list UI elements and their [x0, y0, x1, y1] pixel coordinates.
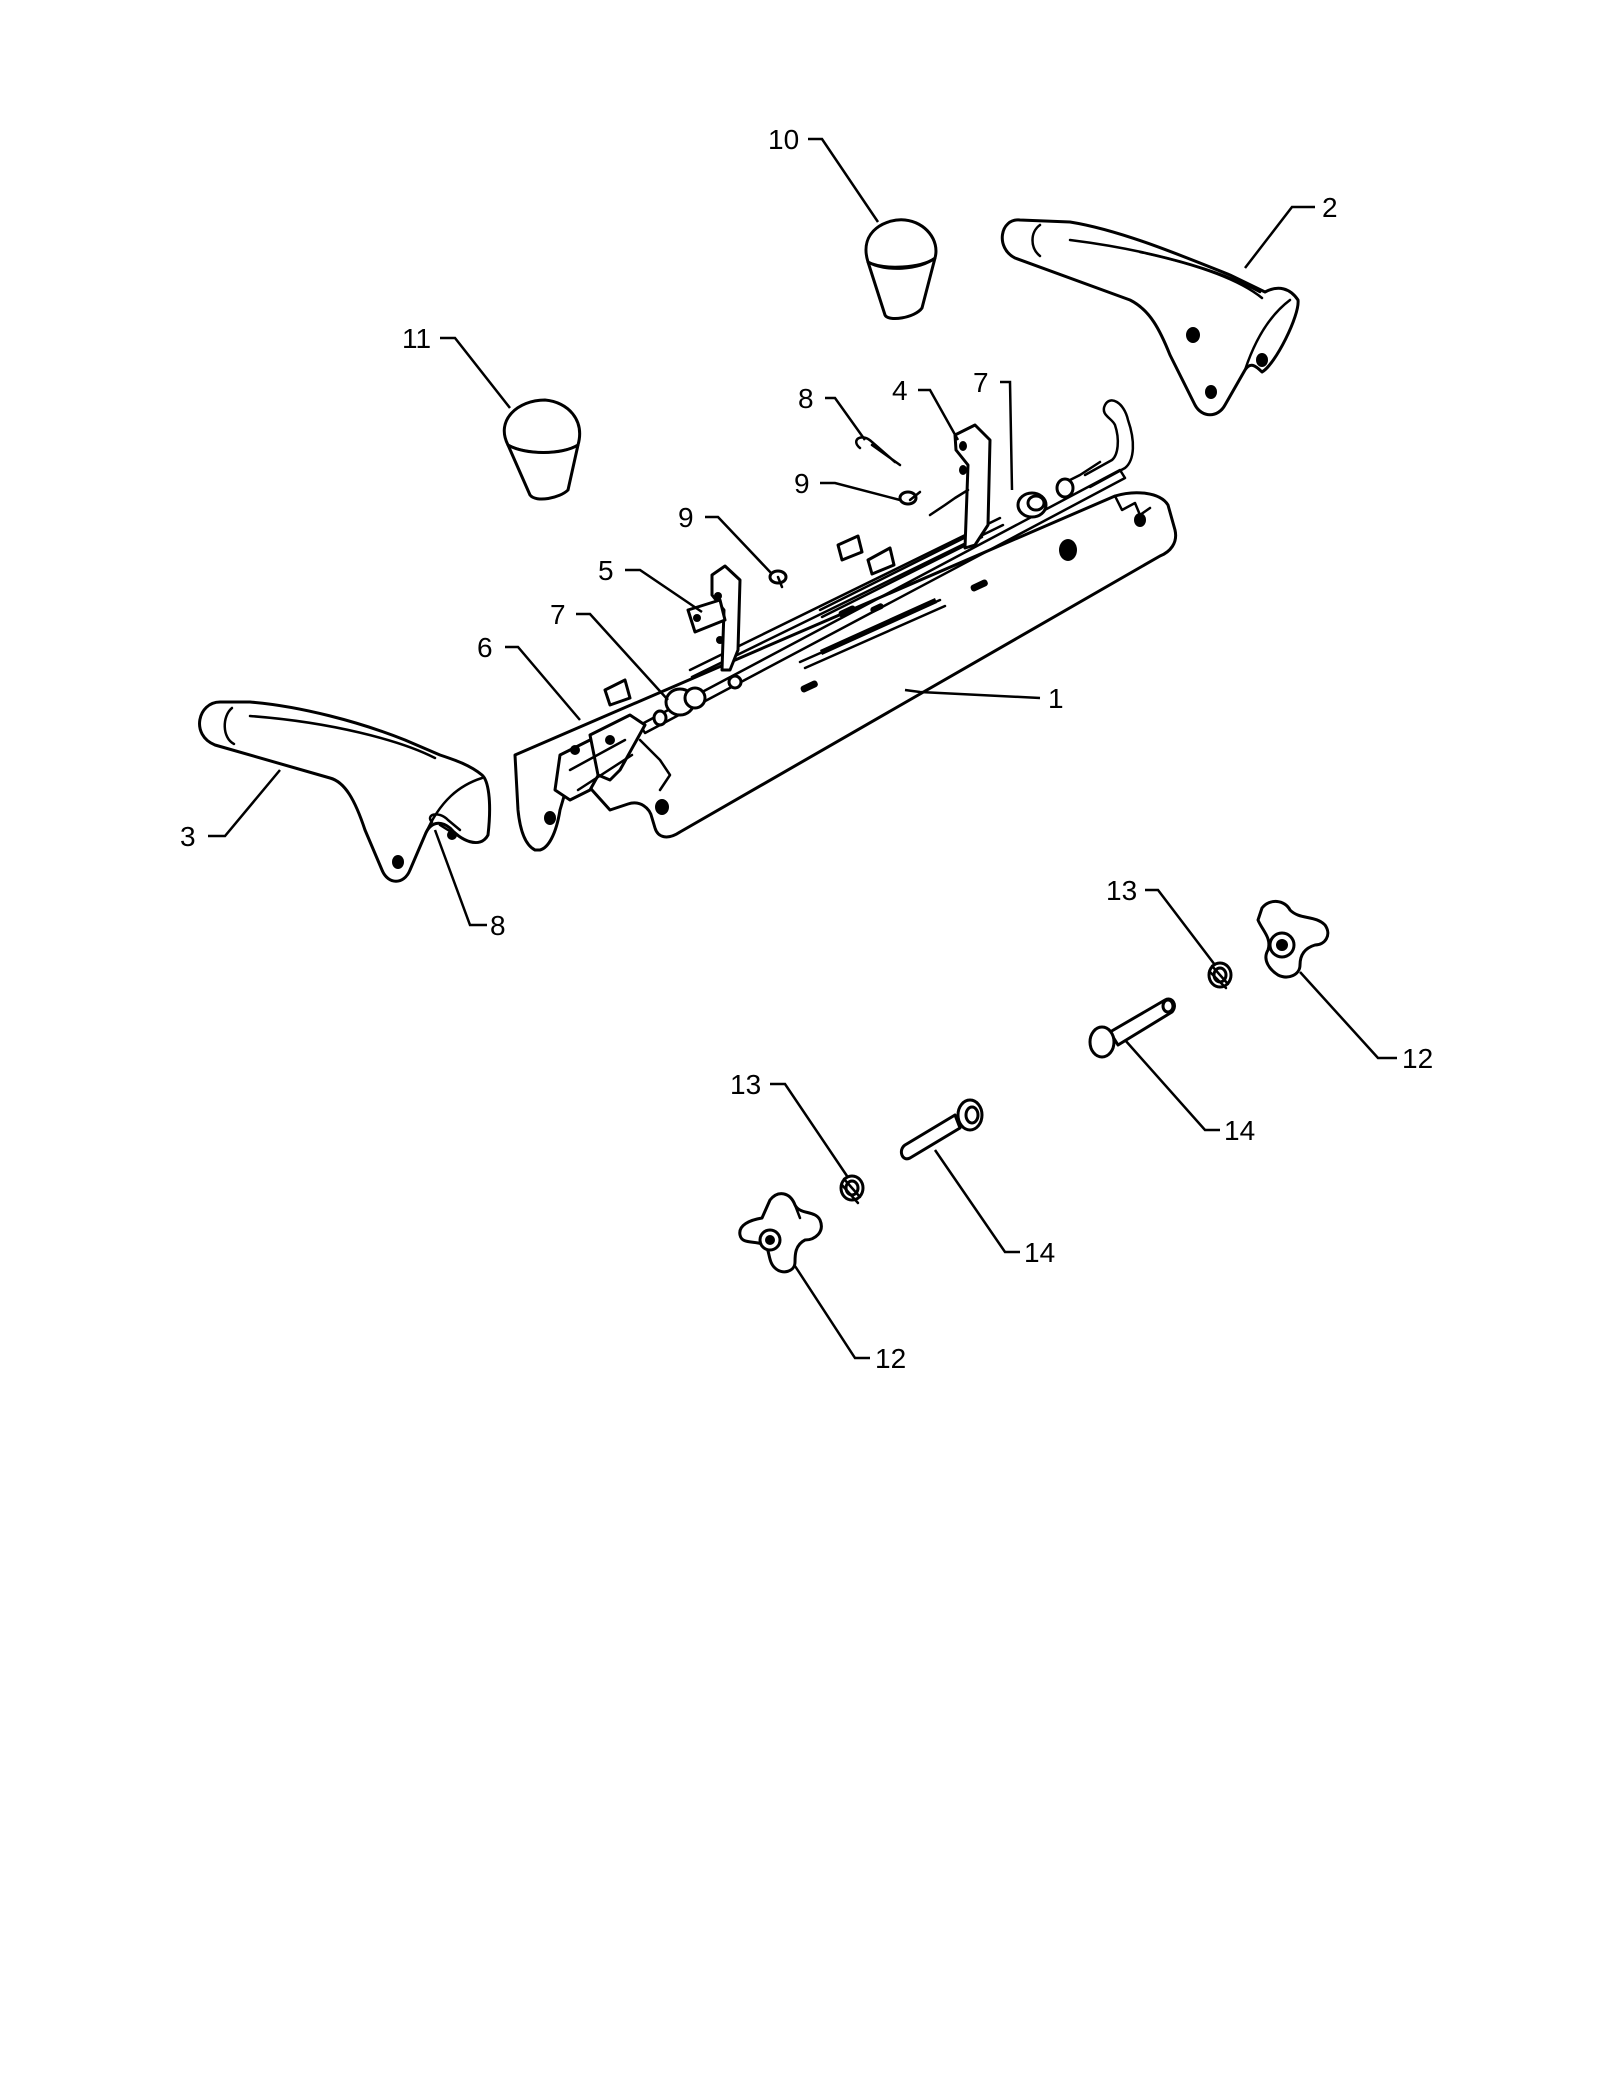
callout-4: 4	[892, 375, 908, 406]
callout-13-bottom: 13	[730, 1069, 761, 1100]
callout-9-mid: 9	[678, 502, 694, 533]
clevis-pin-part-14a	[1088, 997, 1176, 1059]
callout-7-top: 7	[973, 367, 989, 398]
callout-11: 11	[402, 323, 431, 354]
screw-part-9b	[768, 569, 788, 589]
callout-1: 1	[1048, 683, 1064, 714]
mounting-plate-part	[513, 491, 1178, 852]
bracket-part-4	[928, 423, 992, 550]
callout-8-bottom: 8	[490, 910, 506, 941]
callout-13-top: 13	[1106, 875, 1137, 906]
screw-part-9a	[898, 490, 922, 506]
washer-part-13a	[1207, 961, 1233, 990]
callout-3: 3	[180, 821, 196, 852]
callout-12-bottom: 12	[875, 1343, 906, 1374]
secondary-rod-part	[688, 516, 1005, 679]
callout-6: 6	[477, 632, 493, 663]
spacer-part-7a	[1016, 477, 1075, 519]
lever-handle-part-2	[1000, 218, 1300, 417]
bracket-part-5	[686, 564, 742, 672]
spacer-part-7b	[652, 674, 743, 727]
washer-part-13b	[839, 1174, 865, 1205]
cotter-pin-part-8a	[855, 436, 902, 467]
knob-part-11	[502, 398, 581, 501]
callout-labels: 1 2 3 4 5 6 7 7 8 8 9 9 10 11 12 12 13 1…	[180, 124, 1433, 1374]
callout-8-top: 8	[798, 383, 814, 414]
callout-7-left: 7	[550, 599, 566, 630]
callout-9-top: 9	[794, 468, 810, 499]
lever-handle-part-3	[198, 700, 492, 883]
knob-nut-part-12b	[738, 1192, 823, 1274]
callout-12-right: 12	[1402, 1043, 1433, 1074]
knob-nut-part-12a	[1256, 900, 1330, 979]
callout-10: 10	[768, 124, 799, 155]
knob-part-10	[864, 218, 938, 320]
callout-2: 2	[1322, 192, 1338, 223]
plate-tabs	[603, 534, 896, 707]
callout-14-bottom: 14	[1024, 1237, 1055, 1268]
callout-14-right: 14	[1224, 1115, 1255, 1146]
leader-lines	[208, 137, 1397, 1360]
lever-bracket-part-6	[553, 713, 672, 802]
callout-5: 5	[598, 555, 614, 586]
clevis-pin-part-14b	[899, 1098, 984, 1161]
